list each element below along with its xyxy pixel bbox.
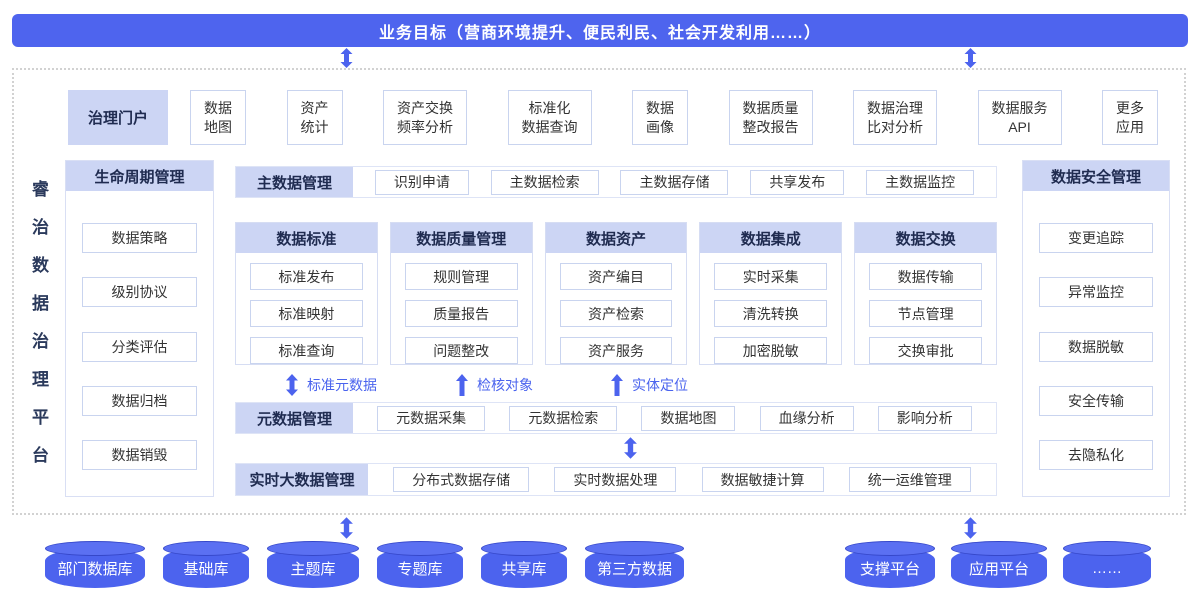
master-data-item: 识别申请 [374,169,469,195]
metadata-item: 数据地图 [641,405,736,431]
double-arrow-icon [285,374,299,396]
governance-portal-row: 治理门户 数据 地图 资产 统计 资产交换 频率分析 标准化 数据查询 数据 画… [68,90,1158,145]
column-item: 节点管理 [869,300,982,327]
lifecycle-item: 分类评估 [82,331,197,362]
double-arrow-icon [963,48,978,68]
column-item: 交换审批 [869,337,982,364]
up-arrow-icon [610,374,624,396]
column-item: 资产编目 [559,263,673,290]
flow-label: 实体定位 [632,377,688,393]
column-item: 数据传输 [869,263,982,290]
portal-item: 数据服务 API [977,90,1062,145]
bigdata-item: 实时数据处理 [554,467,677,492]
column-item: 标准查询 [250,337,363,364]
security-item: 去隐私化 [1039,440,1153,470]
column-item: 规则管理 [404,263,518,290]
security-item: 安全传输 [1039,385,1153,416]
portal-item: 数据 画像 [632,90,688,145]
bigdata-item: 统一运维管理 [848,467,971,492]
double-arrow-icon [339,48,354,68]
database-cylinder: 第三方数据 [585,541,685,588]
platform-row: 支撑平台 应用平台 …… [845,541,1151,588]
flow-check-object: 检核对象 [455,373,533,397]
double-arrow-icon [623,437,638,459]
bigdata-item: 数据敏捷计算 [701,467,824,492]
up-arrow-icon [455,374,469,396]
column-data-exchange: 数据交换 数据传输 节点管理 交换审批 [854,222,997,365]
column-header: 数据交换 [855,223,996,253]
database-cylinder: 共享库 [481,541,567,588]
portal-item: 标准化 数据查询 [507,90,592,145]
security-item: 变更追踪 [1039,223,1153,253]
flow-label: 标准元数据 [307,377,377,393]
metadata-item: 血缘分析 [759,405,854,431]
bigdata-item: 分布式数据存储 [393,467,530,492]
capability-columns: 数据标准 标准发布 标准映射 标准查询 数据质量管理 规则管理 质量报告 问题整… [235,222,997,365]
security-header: 数据安全管理 [1023,161,1169,191]
lifecycle-item: 级别协议 [82,277,197,308]
column-data-quality: 数据质量管理 规则管理 质量报告 问题整改 [389,222,533,365]
column-data-asset: 数据资产 资产编目 资产检索 资产服务 [544,222,688,365]
column-header: 数据质量管理 [390,223,532,253]
bigdata-header: 实时大数据管理 [236,464,368,495]
metadata-item: 影响分析 [877,405,972,431]
column-item: 质量报告 [404,300,518,327]
master-data-header: 主数据管理 [236,167,353,197]
flow-standard-metadata: 标准元数据 [285,373,377,397]
database-cylinder: 部门数据库 [45,541,145,588]
database-cylinder: 专题库 [377,541,463,588]
column-item: 问题整改 [404,337,518,364]
lifecycle-header: 生命周期管理 [66,161,213,191]
column-header: 数据集成 [700,223,842,253]
master-data-item: 主数据存储 [620,169,729,195]
column-header: 数据标准 [236,223,377,253]
flow-entity-location: 实体定位 [610,373,688,397]
platform-title: 睿治数据治理平台 [29,180,48,484]
lifecycle-item: 数据策略 [82,223,197,253]
double-arrow-icon [963,517,978,539]
portal-item: 更多 应用 [1102,90,1158,145]
portal-item: 资产交换 频率分析 [383,90,467,145]
security-item: 异常监控 [1039,277,1153,308]
portal-items: 数据 地图 资产 统计 资产交换 频率分析 标准化 数据查询 数据 画像 数据质… [190,90,1158,145]
column-item: 实时采集 [714,263,828,290]
column-item: 资产服务 [559,337,673,364]
master-data-item: 主数据检索 [490,169,599,195]
portal-item: 数据 地图 [190,90,246,145]
database-cylinder: 基础库 [163,541,249,588]
metadata-header: 元数据管理 [236,403,353,433]
column-data-integration: 数据集成 实时采集 清洗转换 加密脱敏 [699,222,843,365]
portal-item: 数据治理 比对分析 [853,90,937,145]
column-data-standard: 数据标准 标准发布 标准映射 标准查询 [235,222,378,365]
metadata-item: 元数据检索 [509,405,618,431]
platform-cylinder: 应用平台 [951,541,1047,588]
database-cylinder: 主题库 [267,541,359,588]
metadata-strip: 元数据管理 元数据采集 元数据检索 数据地图 血缘分析 影响分析 [235,402,997,434]
lifecycle-panel: 生命周期管理 数据策略 级别协议 分类评估 数据归档 数据销毁 [65,160,214,497]
bigdata-strip: 实时大数据管理 分布式数据存储 实时数据处理 数据敏捷计算 统一运维管理 [235,463,997,496]
database-row: 部门数据库 基础库 主题库 专题库 共享库 第三方数据 [45,541,685,588]
column-item: 加密脱敏 [714,337,828,364]
column-header: 数据资产 [545,223,687,253]
portal-item: 数据质量 整改报告 [728,90,813,145]
master-data-strip: 主数据管理 识别申请 主数据检索 主数据存储 共享发布 主数据监控 [235,166,997,198]
lifecycle-item: 数据销毁 [82,440,197,470]
column-item: 资产检索 [559,300,673,327]
column-item: 标准映射 [250,300,363,327]
double-arrow-icon [339,517,354,539]
metadata-item: 元数据采集 [377,405,486,431]
lifecycle-item: 数据归档 [82,385,197,416]
flow-label: 检核对象 [477,377,533,393]
business-goal-banner: 业务目标（营商环境提升、便民利民、社会开发利用……） [12,14,1188,47]
platform-cylinder: 支撑平台 [845,541,935,588]
master-data-item: 主数据监控 [866,169,975,195]
security-item: 数据脱敏 [1039,331,1153,362]
master-data-item: 共享发布 [750,169,845,195]
column-item: 标准发布 [250,263,363,290]
portal-header: 治理门户 [68,90,168,145]
portal-item: 资产 统计 [286,90,343,145]
column-item: 清洗转换 [714,300,828,327]
platform-cylinder: …… [1063,541,1151,588]
security-panel: 数据安全管理 变更追踪 异常监控 数据脱敏 安全传输 去隐私化 [1022,160,1170,497]
